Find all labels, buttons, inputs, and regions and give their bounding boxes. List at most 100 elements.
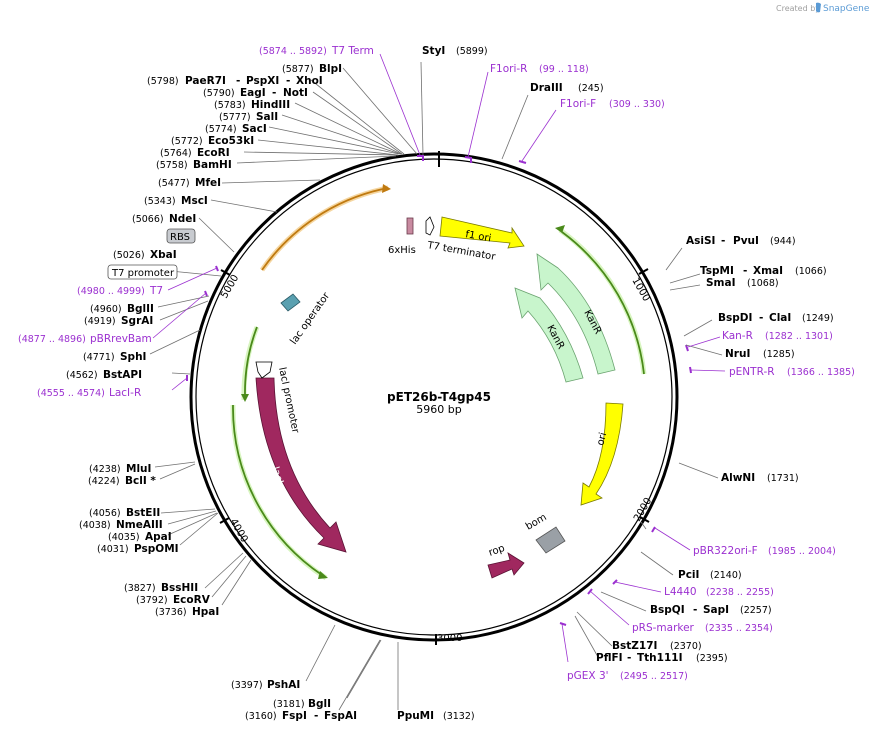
- site-ppumi-pos: (3132): [443, 711, 475, 722]
- site-eco53ki[interactable]: Eco53kI: [208, 135, 254, 147]
- site-bspdi[interactable]: BspDI: [718, 312, 752, 324]
- site-pspomi[interactable]: PspOMI: [134, 543, 179, 555]
- site-noti[interactable]: NotI: [283, 87, 308, 99]
- site-bgli-pos: (3181): [273, 699, 305, 710]
- site-paer7i[interactable]: PaeR7I: [185, 75, 226, 87]
- site-xbai[interactable]: XbaI: [150, 249, 177, 261]
- primer-l4440[interactable]: L4440: [664, 586, 697, 598]
- site-smai[interactable]: SmaI: [706, 277, 736, 289]
- site-nmeaiii[interactable]: NmeAIII: [116, 519, 163, 531]
- primer-pentr-r-range: (1366 .. 1385): [787, 367, 855, 378]
- site-bstapi[interactable]: BstAPI: [103, 369, 142, 381]
- site-draiii[interactable]: DraIII: [530, 82, 563, 94]
- site-mlui[interactable]: MluI: [126, 463, 151, 475]
- his-tag-feature[interactable]: [406, 217, 414, 235]
- rop-feature[interactable]: [487, 552, 525, 579]
- site-ecori[interactable]: EcoRI: [197, 147, 230, 159]
- site-msci[interactable]: MscI: [181, 195, 208, 207]
- site-styi[interactable]: StyI: [422, 45, 445, 57]
- primer-f1ori-r[interactable]: F1ori-R: [490, 63, 527, 75]
- t7-terminator-feature[interactable]: [425, 216, 435, 236]
- site-sgrai-pos: (4919): [84, 316, 116, 327]
- site-alwni[interactable]: AlwNI: [721, 472, 755, 484]
- site-bsteii[interactable]: BstEII: [126, 507, 160, 519]
- svg-text:-: -: [272, 87, 276, 99]
- site-pcii[interactable]: PciI: [678, 569, 699, 581]
- site-msci-pos: (5343): [144, 196, 176, 207]
- rbs-box[interactable]: RBS: [166, 228, 196, 244]
- site-ppumi[interactable]: PpuMI: [397, 710, 434, 722]
- site-eagi[interactable]: EagI: [240, 87, 266, 99]
- site-tspmi[interactable]: TspMI: [700, 265, 734, 277]
- site-mlui-pos: (4238): [89, 464, 121, 475]
- site-saci[interactable]: SacI: [242, 123, 267, 135]
- site-bgli[interactable]: BglI: [308, 698, 331, 710]
- laci-feature[interactable]: [255, 377, 347, 553]
- svg-text:-: -: [286, 75, 290, 87]
- site-sphi[interactable]: SphI: [120, 351, 146, 363]
- site-hpai-pos: (3736): [155, 607, 187, 618]
- primer-laci-r-range: (4555 .. 4574): [37, 388, 105, 399]
- site-bstz17i-pos: (2370): [670, 641, 702, 652]
- site-xhoi[interactable]: XhoI: [296, 75, 323, 87]
- f1-ori-feature[interactable]: [439, 216, 525, 249]
- site-ecorv[interactable]: EcoRV: [173, 594, 211, 606]
- primer-pgex3[interactable]: pGEX 3': [567, 670, 609, 682]
- site-mfei[interactable]: MfeI: [195, 177, 221, 189]
- primer-laci-r[interactable]: LacI-R: [109, 387, 141, 399]
- site-blpi[interactable]: BlpI: [319, 63, 342, 75]
- site-hpai[interactable]: HpaI: [192, 606, 219, 618]
- site-ecori-pos: (5764): [160, 148, 192, 159]
- site-draiii-pos: (245): [578, 83, 604, 94]
- site-xmai[interactable]: XmaI: [753, 265, 783, 277]
- site-hindiii[interactable]: HindIII: [251, 99, 290, 111]
- primer-t7-term[interactable]: T7 Term: [331, 45, 374, 57]
- site-pvui[interactable]: PvuI: [733, 235, 759, 247]
- site-fspi[interactable]: FspI: [282, 710, 307, 722]
- svg-text:-: -: [314, 710, 318, 722]
- primer-kan-r[interactable]: Kan-R: [722, 330, 753, 342]
- site-pspxi[interactable]: PspXI: [246, 75, 279, 87]
- site-apai[interactable]: ApaI: [145, 531, 172, 543]
- svg-text:-: -: [759, 312, 763, 324]
- primer-f1ori-f[interactable]: F1ori-F: [560, 98, 596, 110]
- orf-arrowhead-top: [382, 184, 391, 193]
- site-nrui[interactable]: NruI: [725, 348, 750, 360]
- site-sali-pos: (5777): [219, 112, 251, 123]
- site-sapi[interactable]: SapI: [703, 604, 729, 616]
- site-bsshii[interactable]: BssHII: [161, 582, 198, 594]
- bom-feature[interactable]: [535, 526, 566, 554]
- kanr-outer-feature[interactable]: [536, 253, 616, 375]
- site-clai[interactable]: ClaI: [769, 312, 791, 324]
- site-bspqi[interactable]: BspQI: [650, 604, 685, 616]
- site-asisi[interactable]: AsiSI: [686, 235, 715, 247]
- primer-pbr322ori-f[interactable]: pBR322ori-F: [693, 545, 758, 557]
- primer-pentr-r[interactable]: pENTR-R: [729, 366, 775, 378]
- site-alwni-pos: (1731): [767, 473, 799, 484]
- site-sali[interactable]: SalI: [256, 111, 278, 123]
- site-bspqi-pos: (2257): [740, 605, 772, 616]
- primer-prs-marker-range: (2335 .. 2354): [705, 623, 773, 634]
- site-fspai[interactable]: FspAI: [324, 710, 357, 722]
- ori-feature[interactable]: [580, 402, 624, 506]
- site-bstz17i[interactable]: BstZ17I: [612, 640, 657, 652]
- site-tth111i[interactable]: Tth111I: [637, 652, 682, 664]
- site-pshai[interactable]: PshAI: [267, 679, 300, 691]
- primer-pbrrevbam[interactable]: pBRrevBam: [90, 333, 152, 345]
- site-sgrai[interactable]: SgrAI: [121, 315, 153, 327]
- site-hindiii-pos: (5783): [214, 100, 246, 111]
- primer-prs-marker[interactable]: pRS-marker: [632, 622, 695, 634]
- kanr-inner-feature[interactable]: [514, 287, 584, 383]
- site-bamhi[interactable]: BamHI: [193, 159, 232, 171]
- lac-operator-feature[interactable]: [280, 293, 301, 312]
- primer-t7[interactable]: T7: [149, 285, 163, 297]
- site-bcli[interactable]: BclI *: [125, 475, 156, 487]
- t7-promoter-box[interactable]: T7 promoter: [107, 264, 178, 280]
- credit-brand[interactable]: SnapGene: [823, 4, 870, 14]
- rop-label: rop: [487, 543, 506, 559]
- site-ndei[interactable]: NdeI: [169, 213, 196, 225]
- laci-promoter-feature[interactable]: [255, 361, 273, 379]
- site-pflfi[interactable]: PflFI: [596, 652, 623, 664]
- site-bglii[interactable]: BglII: [127, 303, 154, 315]
- primer-l4440-range: (2238 .. 2255): [706, 587, 774, 598]
